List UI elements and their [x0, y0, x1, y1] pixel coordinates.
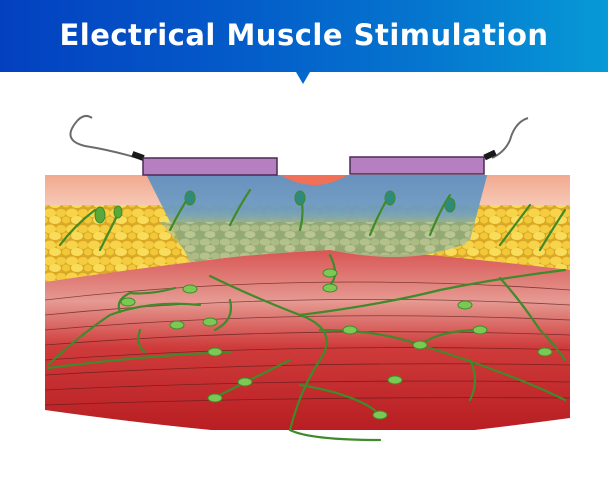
nerve-endings — [94, 190, 553, 420]
page-title: Electrical Muscle Stimulation — [59, 18, 549, 52]
left-electrode — [142, 157, 278, 176]
left-electrode-wire — [69, 114, 139, 159]
title-banner: Electrical Muscle Stimulation — [0, 0, 608, 72]
banner-pointer — [296, 72, 310, 84]
nerve-network — [46, 188, 567, 442]
right-electrode-wire — [491, 117, 529, 159]
right-electrode — [349, 156, 485, 175]
